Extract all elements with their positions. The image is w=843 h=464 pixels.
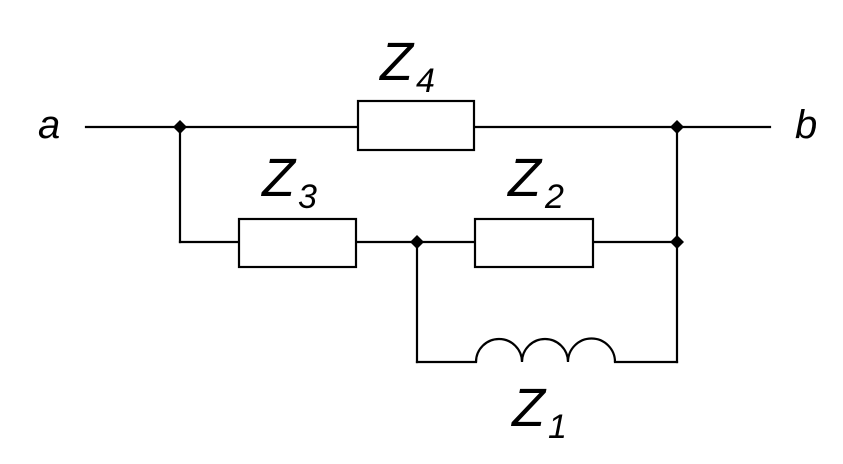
label-z2: Z 2 [506,148,564,216]
resistor-z3 [237,217,358,269]
label-z3: Z 3 [260,148,317,216]
label-z1: Z 1 [510,378,567,446]
resistor-z2 [473,217,595,269]
label-z4-index: 4 [416,62,435,100]
node-right-top [670,120,684,134]
label-z2-index: 2 [544,178,564,216]
label-z2-letter: Z [506,148,543,208]
label-z4-letter: Z [378,32,415,92]
node-center [410,235,424,249]
terminal-b-label: b [795,103,817,147]
terminal-a-label: a [38,103,60,147]
node-left-top [173,120,187,134]
wires [84,125,772,364]
junction-nodes [173,120,684,249]
inductor-z1 [474,337,617,363]
node-right-mid [670,235,684,249]
label-z3-index: 3 [298,178,317,216]
label-z1-letter: Z [510,378,547,438]
label-z4: Z 4 [378,32,435,100]
label-z1-index: 1 [548,408,567,446]
resistor-z4 [356,99,476,152]
label-z3-letter: Z [260,148,297,208]
